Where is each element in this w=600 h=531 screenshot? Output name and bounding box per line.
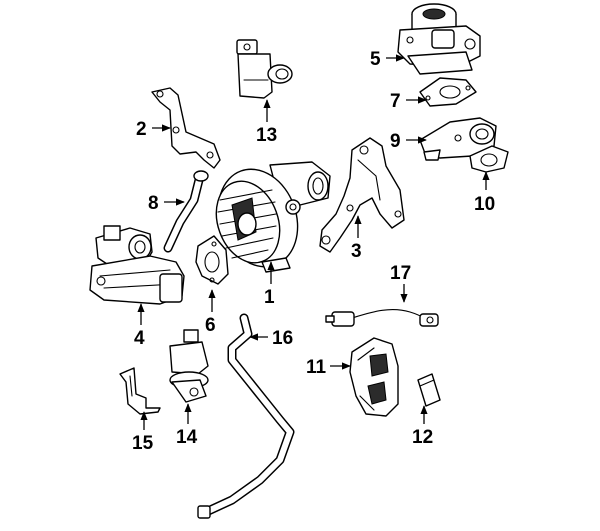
callout-16: 16 [272,328,293,349]
leader-lines [137,54,490,430]
callout-15: 15 [132,433,154,454]
callout-12: 12 [412,427,433,448]
callout-13: 13 [256,125,277,146]
callout-7: 7 [390,91,401,112]
part-10-gasket [469,145,509,173]
callout-6: 6 [205,315,216,336]
callout-8: 8 [148,193,159,214]
part-3-mounting-bracket [319,137,405,253]
part-15-clip [119,367,161,415]
callout-10: 10 [474,194,495,215]
callout-9: 9 [390,131,401,152]
part-12-fitting [417,373,441,407]
part-17-sensor [325,309,439,327]
part-2-bracket [151,87,221,169]
part-7-gasket [419,77,477,107]
callout-5: 5 [370,49,381,70]
part-8-hose [163,170,209,253]
callout-3: 3 [351,241,362,262]
part-4-valve-assembly [89,225,185,305]
callout-labels: 1 2 3 4 5 6 7 8 9 10 11 12 13 14 15 16 1… [132,49,495,454]
callout-11: 11 [306,357,327,378]
callout-1: 1 [264,287,275,308]
part-11-cover [349,337,399,417]
callout-14: 14 [176,427,198,448]
callout-17: 17 [390,263,411,284]
part-1-air-pump [215,161,331,273]
part-6-gasket [195,235,229,285]
callout-2: 2 [136,119,147,140]
part-9-adapter [419,117,497,161]
part-13-valve [236,39,293,99]
part-5-valve [397,3,481,75]
part-16-tube [197,313,295,519]
part-14-solenoid [169,329,209,403]
callout-4: 4 [134,328,145,349]
